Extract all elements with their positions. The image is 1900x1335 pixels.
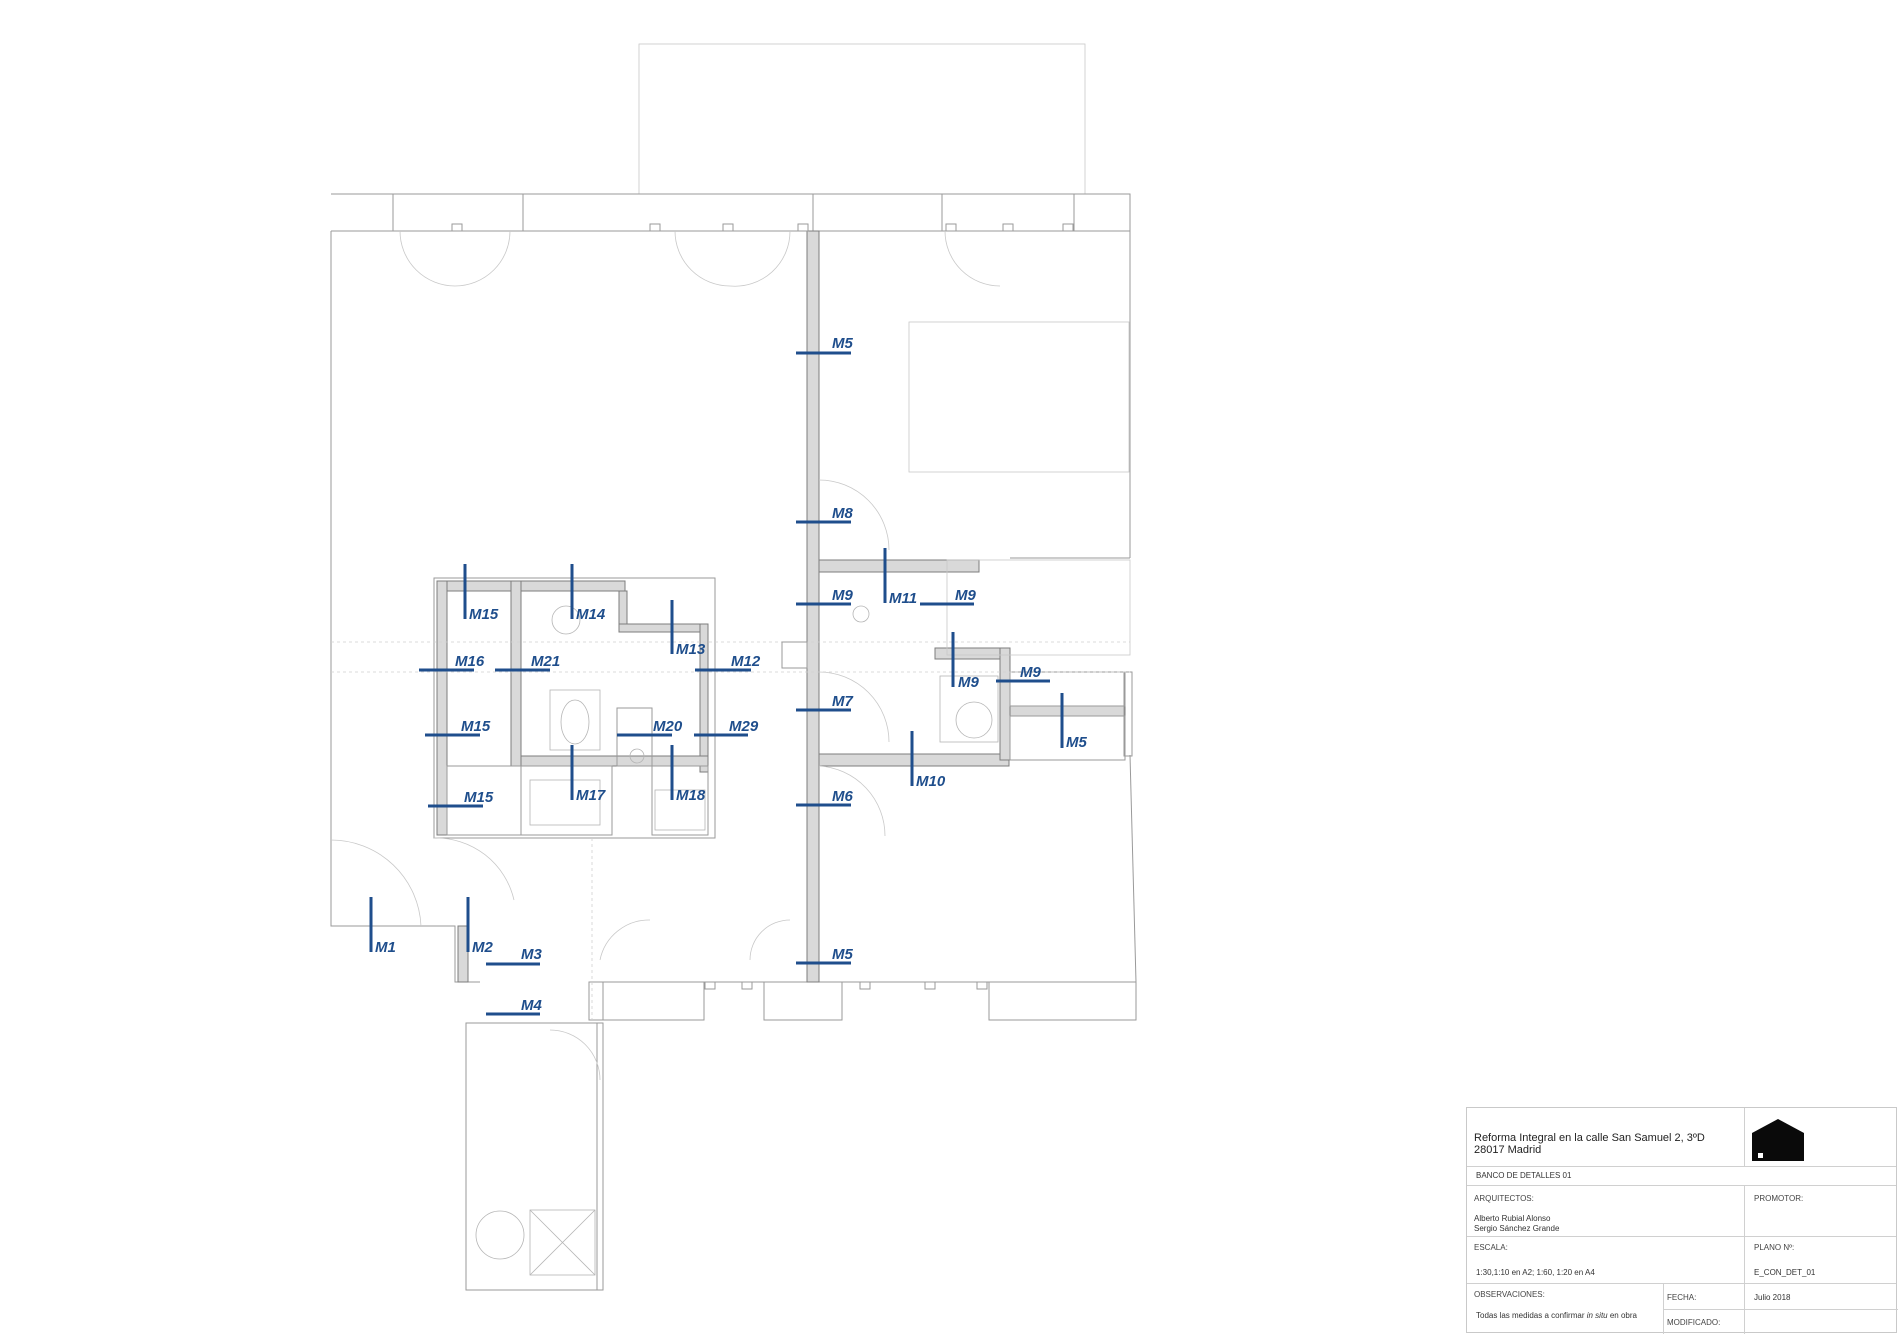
scale-value: 1:30,1:10 en A2; 1:60, 1:20 en A4 <box>1476 1268 1595 1277</box>
architects-label: ARQUITECTOS: <box>1474 1194 1534 1203</box>
project-address: 28017 Madrid <box>1474 1144 1542 1156</box>
cut-label-m1: M1 <box>375 939 396 956</box>
cut-label-m18: M18 <box>676 787 706 804</box>
cut-mark-m5c: M5 <box>1060 693 1087 751</box>
cut-label-m15a: M15 <box>469 606 499 623</box>
cut-mark-m15a: M15 <box>463 564 499 623</box>
plan-number-label: PLANO Nº: <box>1754 1243 1795 1252</box>
cut-label-m10: M10 <box>916 773 946 790</box>
cut-mark-m6: M6 <box>796 788 853 807</box>
cut-mark-m15c: M15 <box>428 789 494 808</box>
cut-label-m21: M21 <box>531 653 560 670</box>
plan-number-value: E_CON_DET_01 <box>1754 1268 1816 1277</box>
project-title: Reforma Integral en la calle San Samuel … <box>1474 1132 1705 1144</box>
modified-label: MODIFICADO: <box>1667 1318 1721 1327</box>
cut-label-m13: M13 <box>676 641 706 658</box>
plan-walls <box>330 43 1137 1291</box>
cut-label-m7: M7 <box>832 693 853 710</box>
cut-mark-m12: M12 <box>695 653 761 672</box>
cut-mark-m4: M4 <box>486 997 542 1016</box>
cut-mark-m11: M11 <box>883 548 917 607</box>
cut-mark-m21: M21 <box>495 653 560 672</box>
cut-label-m9d: M9 <box>1020 664 1041 681</box>
cut-mark-m1: M1 <box>369 897 396 956</box>
cut-mark-m3: M3 <box>486 946 542 966</box>
cut-label-m9b: M9 <box>955 587 976 604</box>
architect-2: Sergio Sánchez Grande <box>1474 1224 1560 1233</box>
architect-1: Alberto Rubial Alonso <box>1474 1214 1551 1223</box>
cut-mark-m9a: M9 <box>796 587 853 606</box>
observations-label: OBSERVACIONES: <box>1474 1290 1545 1299</box>
observations-text: Todas las medidas a confirmar in situ en… <box>1476 1311 1637 1320</box>
cut-mark-m9d: M9 <box>996 664 1050 683</box>
cut-label-m15c: M15 <box>464 789 494 806</box>
house-logo <box>1750 1115 1890 1161</box>
cut-mark-m15b: M15 <box>425 718 491 737</box>
cut-mark-m18: M18 <box>670 745 706 804</box>
cut-label-m6: M6 <box>832 788 853 805</box>
cut-label-m3: M3 <box>521 946 542 963</box>
cut-mark-m5a: M5 <box>796 335 853 355</box>
cut-label-m16: M16 <box>455 653 485 670</box>
date-value: Julio 2018 <box>1754 1293 1791 1302</box>
cut-label-m2: M2 <box>472 939 493 956</box>
cut-label-m29: M29 <box>729 718 759 735</box>
sheet-title: BANCO DE DETALLES 01 <box>1476 1171 1572 1180</box>
cut-label-m11: M11 <box>889 590 917 607</box>
cut-mark-m9c: M9 <box>951 632 979 691</box>
cut-mark-m8: M8 <box>796 505 853 524</box>
cut-mark-m5b: M5 <box>796 946 853 965</box>
title-block: Reforma Integral en la calle San Samuel … <box>1466 1107 1898 1334</box>
cut-mark-m20: M20 <box>617 718 683 737</box>
cut-mark-m13: M13 <box>670 600 706 658</box>
cut-label-m15b: M15 <box>461 718 491 735</box>
cut-mark-m16: M16 <box>419 653 485 672</box>
cut-label-m5c: M5 <box>1066 734 1087 751</box>
cut-mark-m9b: M9 <box>920 587 976 606</box>
cut-mark-m14: M14 <box>570 564 606 623</box>
promoter-label: PROMOTOR: <box>1754 1194 1804 1203</box>
cut-mark-m29: M29 <box>694 718 759 737</box>
scale-label: ESCALA: <box>1474 1243 1508 1252</box>
architects-names: Alberto Rubial Alonso Sergio Sánchez Gra… <box>1474 1214 1559 1234</box>
cut-label-m14: M14 <box>576 606 606 623</box>
cut-label-m8: M8 <box>832 505 853 522</box>
cut-label-m12: M12 <box>731 653 761 670</box>
cut-label-m20: M20 <box>653 718 683 735</box>
cut-mark-m17: M17 <box>570 745 606 804</box>
cut-label-m4: M4 <box>521 997 542 1014</box>
cut-mark-m2: M2 <box>466 897 493 956</box>
cut-label-m9c: M9 <box>958 674 979 691</box>
cut-label-m5b: M5 <box>832 946 853 963</box>
cut-label-m17: M17 <box>576 787 606 804</box>
cut-mark-m7: M7 <box>796 693 853 712</box>
date-label: FECHA: <box>1667 1293 1697 1302</box>
cut-label-m5a: M5 <box>832 335 853 352</box>
cut-label-m9a: M9 <box>832 587 853 604</box>
house-icon <box>1752 1119 1804 1161</box>
cut-mark-m10: M10 <box>910 731 946 790</box>
